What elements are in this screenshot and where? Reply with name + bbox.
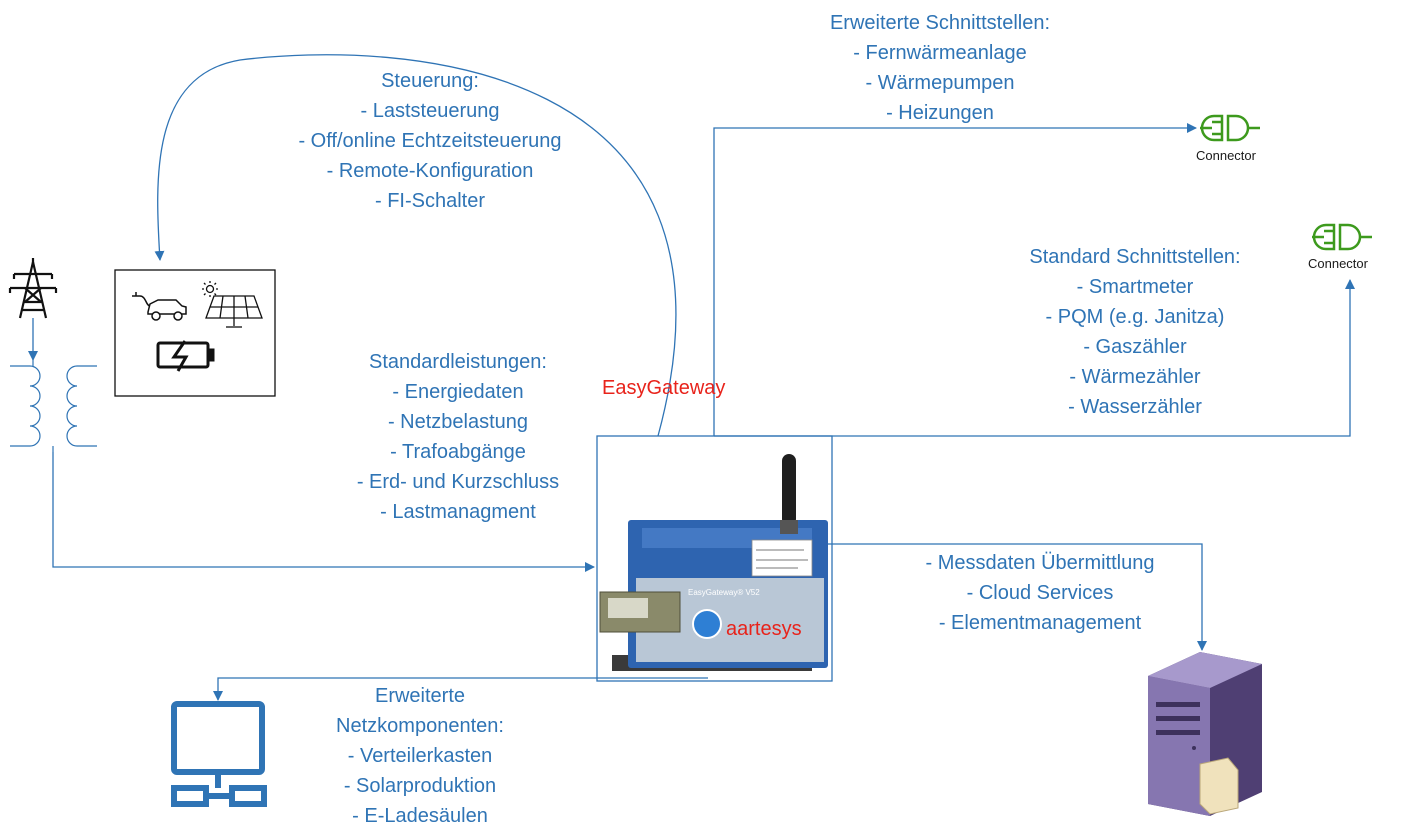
steuerung-block: Steuerung: - Laststeuerung - Off/online … [250, 66, 610, 216]
connector-icon [1200, 114, 1260, 142]
cloud-services-block: - Messdaten Übermittlung - Cloud Service… [880, 548, 1200, 638]
connector-icon [1312, 223, 1372, 251]
gateway-frame [596, 435, 833, 682]
server-icon [1148, 652, 1262, 816]
steuerung-item: - Remote-Konfiguration [326, 160, 534, 182]
power-tower-icon [8, 258, 58, 319]
netzkomponenten-item: - E-Ladesäulen [352, 805, 488, 827]
netzkomponenten-item: - Solarproduktion [343, 775, 497, 797]
standardleistungen-item: - Netzbelastung [387, 411, 529, 433]
netzkomponenten-title: Erweiterte [374, 685, 466, 707]
standardleistungen-block: Standardleistungen: - Energiedaten - Net… [338, 347, 578, 527]
standardleistungen-item: - Lastmanagment [380, 501, 536, 523]
curve-steuerung-arrow [154, 54, 677, 437]
standard-schnittstellen-item: - Wasserzähler [1068, 396, 1202, 418]
steuerung-item: - Laststeuerung [360, 100, 500, 122]
gateway-label: EasyGateway [602, 377, 726, 399]
standard-schnittstellen-item: - PQM (e.g. Janitza) [1045, 306, 1225, 328]
line-gateway-to-computer [213, 677, 708, 701]
line-erweiterte-schnittstellen [713, 123, 1197, 436]
standard-schnittstellen-item: - Smartmeter [1076, 276, 1194, 298]
netzkomponenten-item: - Verteilerkasten [347, 745, 493, 767]
line-transformer-to-gateway [52, 452, 595, 572]
erweiterte-schnittstellen-item: - Wärmepumpen [865, 72, 1015, 94]
standardleistungen-title: Standardleistungen: [369, 351, 547, 373]
line-gateway-to-server [828, 543, 1207, 651]
steuerung-title: Steuerung: [381, 70, 479, 92]
ev-car-icon [132, 292, 187, 321]
erweiterte-schnittstellen-item: - Heizungen [886, 102, 994, 124]
computer-network-icon [171, 701, 267, 807]
solar-panel-icon [202, 281, 263, 328]
cloud-item: - Cloud Services [966, 582, 1114, 604]
standard-schnittstellen-title: Standard Schnittstellen: [1029, 246, 1241, 268]
battery-icon [156, 340, 215, 372]
transformer-icon [10, 360, 97, 452]
standard-schnittstellen-item: - Wärmezähler [1069, 366, 1201, 388]
netzkomponenten-block: Erweiterte Netzkomponenten: - Verteilerk… [320, 681, 520, 831]
gateway-device-icon [599, 454, 828, 671]
connector-label: Connector [1308, 256, 1368, 271]
netzkomponenten-title: Netzkomponenten: [336, 715, 504, 737]
standardleistungen-item: - Trafoabgänge [390, 441, 526, 463]
gateway-brand: aartesys [726, 618, 802, 640]
erweiterte-schnittstellen-block: Erweiterte Schnittstellen: - Fernwärmean… [780, 8, 1100, 128]
connector-label: Connector [1196, 148, 1256, 163]
erweiterte-schnittstellen-item: - Fernwärmeanlage [853, 42, 1027, 64]
energy-assets-box [114, 269, 276, 397]
cloud-item: - Messdaten Übermittlung [925, 552, 1155, 574]
gateway-device-name: EasyGateway® V52 [688, 588, 760, 597]
cloud-item: - Elementmanagement [938, 612, 1142, 634]
standard-schnittstellen-item: - Gaszähler [1083, 336, 1187, 358]
steuerung-item: - Off/online Echtzeitsteuerung [298, 130, 562, 152]
standardleistungen-item: - Energiedaten [392, 381, 524, 403]
standardleistungen-item: - Erd- und Kurzschluss [356, 471, 560, 493]
steuerung-item: - FI-Schalter [374, 190, 486, 212]
line-standard-schnittstellen [714, 279, 1355, 437]
standard-schnittstellen-block: Standard Schnittstellen: - Smartmeter - … [1000, 242, 1270, 422]
erweiterte-schnittstellen-title: Erweiterte Schnittstellen: [829, 12, 1051, 34]
